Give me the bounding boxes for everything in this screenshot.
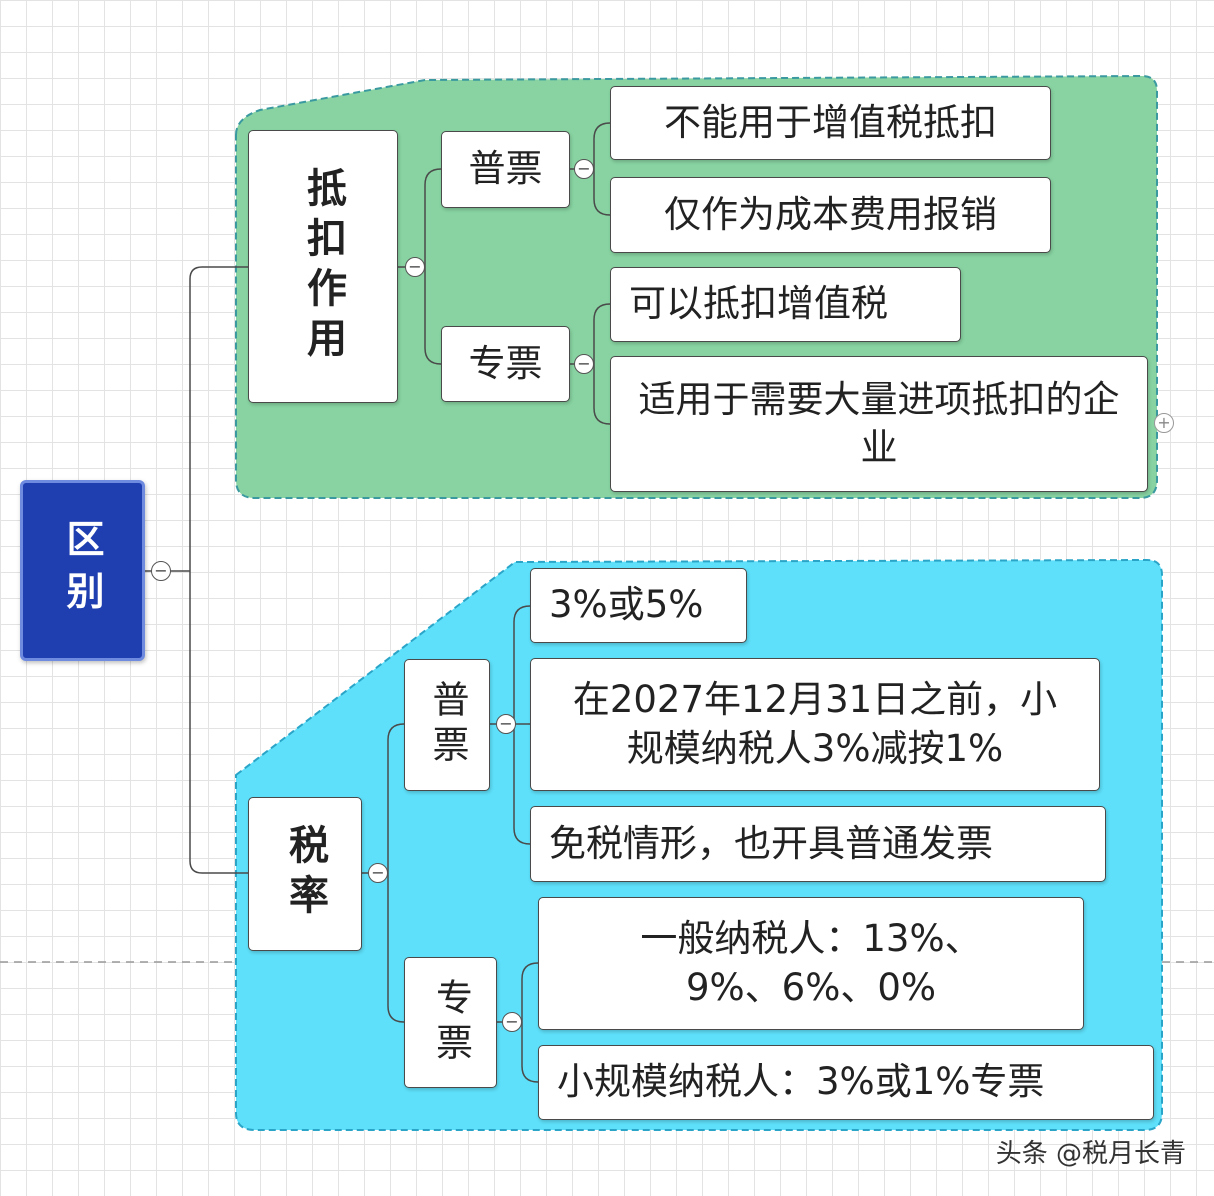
rate-general-item-2[interactable]: 在2027年12月31日之前，小规模纳税人3%减按1%: [530, 658, 1100, 791]
collapse-toggle-root[interactable]: −: [151, 561, 171, 581]
collapse-toggle-deduction[interactable]: −: [405, 257, 425, 277]
deduction-special-invoice[interactable]: 专票: [441, 326, 570, 402]
deduction-general-item-1[interactable]: 不能用于增值税抵扣: [610, 86, 1051, 160]
branch-tax-rate[interactable]: 税率: [248, 797, 362, 951]
collapse-toggle-rate-special[interactable]: −: [502, 1012, 522, 1032]
deduction-general-item-2[interactable]: 仅作为成本费用报销: [610, 177, 1051, 253]
collapse-toggle-deduction-special[interactable]: −: [574, 354, 594, 374]
rate-special-item-2[interactable]: 小规模纳税人：3%或1%专票: [538, 1045, 1154, 1120]
rate-special-invoice[interactable]: 专票: [404, 957, 497, 1088]
collapse-toggle-deduction-general[interactable]: −: [574, 159, 594, 179]
rate-general-invoice[interactable]: 普票: [404, 659, 490, 791]
collapse-toggle-rate-general[interactable]: −: [496, 714, 516, 734]
deduction-special-item-2[interactable]: 适用于需要大量进项抵扣的企业: [610, 356, 1148, 492]
branch-deduction[interactable]: 抵扣作用: [248, 130, 398, 403]
rate-general-item-3[interactable]: 免税情形，也开具普通发票: [530, 806, 1106, 882]
rate-special-item-1[interactable]: 一般纳税人：13%、9%、6%、0%: [538, 897, 1084, 1030]
expand-toggle-boundary[interactable]: +: [1154, 413, 1174, 433]
deduction-special-item-1[interactable]: 可以抵扣增值税: [610, 267, 961, 342]
collapse-toggle-tax-rate[interactable]: −: [368, 863, 388, 883]
rate-general-item-1[interactable]: 3%或5%: [530, 568, 747, 643]
watermark-text: 头条 @税月长青: [995, 1139, 1186, 1169]
root-node[interactable]: 区别: [20, 480, 145, 661]
deduction-general-invoice[interactable]: 普票: [441, 131, 570, 208]
